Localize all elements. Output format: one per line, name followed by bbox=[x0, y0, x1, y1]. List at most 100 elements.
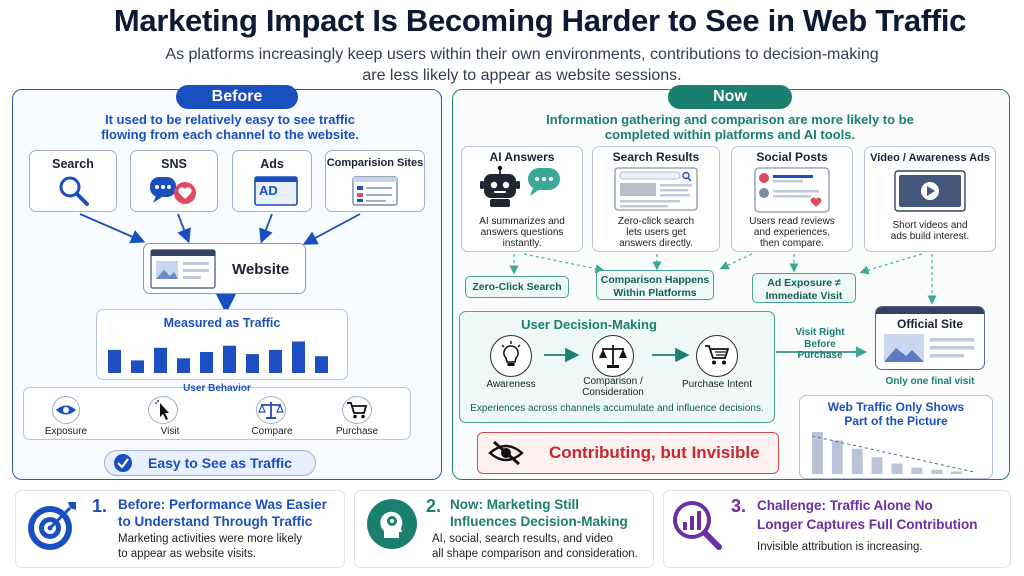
traffic-bar-4 bbox=[177, 358, 190, 373]
traffic-chart-label: Measured as Traffic bbox=[163, 316, 281, 330]
comparison-tag-line-2: Within Platforms bbox=[613, 286, 697, 299]
search-results-page-icon bbox=[614, 167, 698, 211]
balance-scale-icon bbox=[599, 345, 627, 368]
traffic-bar-3 bbox=[154, 347, 167, 373]
traffic-bar-7 bbox=[246, 354, 259, 373]
exposure-tag: Ad Exposure ≠ Immediate Visit bbox=[752, 273, 856, 303]
comparison-list-icon bbox=[352, 176, 398, 206]
behavior-step-exposure: Exposure bbox=[44, 426, 88, 437]
traffic-bar-9 bbox=[292, 341, 305, 373]
partial-traffic-bar-chart bbox=[812, 432, 975, 474]
official-site-content-icon bbox=[884, 334, 974, 362]
lightbulb-icon bbox=[501, 341, 521, 366]
comparison-tag: Comparison Happens Within Platforms bbox=[596, 270, 714, 300]
decision-step-purchase-intent: Purchase Intent bbox=[681, 379, 753, 390]
robot-chat-icon bbox=[480, 165, 560, 207]
video-ads-title: Video / Awareness Ads bbox=[870, 152, 990, 164]
official-site-label: Official Site bbox=[896, 317, 964, 331]
traffic-bar-6 bbox=[223, 345, 236, 373]
visit-note-1: Visit Right bbox=[795, 327, 845, 338]
partial-traffic-trend-line bbox=[812, 435, 975, 473]
chat-heart-icon bbox=[150, 177, 196, 204]
video-ads-desc-1: Short videos and bbox=[892, 220, 968, 231]
behavior-step-visit: Visit bbox=[160, 426, 180, 437]
ai-answers-desc-1: AI summarizes and bbox=[479, 216, 565, 227]
purchase-intent-circle bbox=[696, 335, 738, 377]
traffic-bar-10 bbox=[315, 356, 328, 373]
scales-icon bbox=[258, 402, 284, 419]
partial-traffic-bar-1 bbox=[812, 432, 823, 474]
ai-answers-title: AI Answers bbox=[489, 150, 555, 164]
traffic-bar-5 bbox=[200, 352, 213, 373]
summary-3-title-2: Longer Captures Full Contribution bbox=[757, 517, 978, 532]
eye-slash-icon bbox=[488, 440, 524, 466]
decision-step-comparison-2: Consideration bbox=[582, 387, 644, 398]
website-label: Website bbox=[232, 261, 290, 278]
social-posts-desc-2: and experiences, bbox=[753, 227, 831, 238]
behavior-step-compare: Compare bbox=[251, 426, 293, 437]
shopping-cart-icon bbox=[347, 402, 368, 419]
traffic-bar-chart bbox=[108, 341, 328, 373]
before-label: Before bbox=[176, 85, 298, 109]
now-label: Now bbox=[668, 85, 792, 109]
ai-answers-desc-3: instantly. bbox=[502, 238, 542, 249]
search-results-desc-2: lets users get bbox=[626, 227, 686, 238]
summary-2-desc-1: AI, social, search results, and video bbox=[432, 533, 613, 545]
comparison-tag-line-1: Comparison Happens bbox=[600, 274, 710, 286]
summary-1-title-1: Before: Performance Was Easier bbox=[118, 497, 327, 512]
magnifier-icon bbox=[59, 176, 89, 206]
partial-traffic-bar-8 bbox=[951, 471, 962, 474]
search-results-title: Search Results bbox=[612, 150, 700, 164]
summary-2-title-1: Now: Marketing Still bbox=[450, 497, 580, 512]
cursor-click-icon bbox=[155, 400, 169, 420]
target-arrow-icon bbox=[28, 502, 76, 550]
video-ads-desc-2: ads build interest. bbox=[890, 231, 970, 242]
decision-making-title: User Decision-Making bbox=[521, 317, 657, 332]
partial-traffic-title-1: Web Traffic Only Shows bbox=[827, 400, 965, 414]
summary-1-desc-2: to appear as website visits. bbox=[118, 548, 257, 560]
summary-3-number: 3. bbox=[731, 496, 747, 516]
partial-traffic-bar-7 bbox=[931, 469, 943, 474]
partial-traffic-bar-2 bbox=[831, 440, 843, 474]
channel-sns-label: SNS bbox=[161, 157, 187, 171]
website-window-icon bbox=[150, 249, 216, 289]
partial-traffic-bar-5 bbox=[891, 463, 903, 474]
summary-1-desc-1: Marketing activities were more likely bbox=[118, 533, 303, 545]
summary-2-number: 2. bbox=[426, 496, 442, 516]
video-player-icon bbox=[894, 170, 966, 212]
before-intro-2: flowing from each channel to the website… bbox=[101, 127, 359, 142]
zero-click-tag: Zero-Click Search bbox=[465, 276, 569, 298]
summary-1-number: 1. bbox=[92, 496, 108, 516]
page-title: Marketing Impact Is Becoming Harder to S… bbox=[113, 3, 967, 38]
check-circle-icon bbox=[114, 454, 132, 472]
partial-traffic-title-2: Part of the Picture bbox=[844, 414, 948, 428]
summary-3-title-1: Challenge: Traffic Alone No bbox=[757, 498, 933, 513]
purchase-cart-icon bbox=[705, 345, 730, 365]
subtitle-line-2: are less likely to appear as website ses… bbox=[362, 67, 682, 84]
behavior-step-purchase: Purchase bbox=[335, 426, 379, 437]
user-behavior-title: User Behavior bbox=[183, 383, 251, 394]
ai-answers-card bbox=[461, 146, 583, 252]
invisible-badge bbox=[477, 432, 779, 474]
traffic-bar-8 bbox=[269, 349, 282, 373]
chart-magnifier-icon bbox=[673, 501, 722, 550]
easy-to-see-label: Easy to See as Traffic bbox=[148, 455, 292, 471]
easy-to-see-badge bbox=[104, 450, 316, 476]
decision-step-comparison-1: Comparison / bbox=[583, 376, 643, 387]
channel-comparison-label: Comparision Sites bbox=[326, 157, 424, 169]
partial-traffic-bar-6 bbox=[911, 467, 923, 474]
channel-search-box bbox=[29, 150, 117, 212]
visit-note-2: Before bbox=[804, 339, 836, 350]
summary-2-desc-2: all shape comparison and consideration. bbox=[432, 548, 638, 560]
ad-banner-icon bbox=[254, 176, 298, 206]
final-visit-note: Only one final visit bbox=[885, 376, 975, 387]
before-intro-1: It used to be relatively easy to see tra… bbox=[105, 112, 355, 127]
ai-answers-desc-2: answers questions bbox=[480, 227, 564, 238]
summary-3-desc-1: Invisible attribution is increasing. bbox=[757, 541, 923, 553]
decision-footer: Experiences across channels accumulate a… bbox=[470, 403, 764, 414]
now-intro-2: completed within platforms and AI tools. bbox=[604, 127, 856, 142]
summary-1-title-2: to Understand Through Traffic bbox=[118, 514, 313, 529]
exposure-tag-line-1: Ad Exposure ≠ bbox=[767, 277, 841, 289]
now-flow-connectors bbox=[509, 253, 937, 358]
partial-traffic-bar-3 bbox=[851, 448, 863, 474]
